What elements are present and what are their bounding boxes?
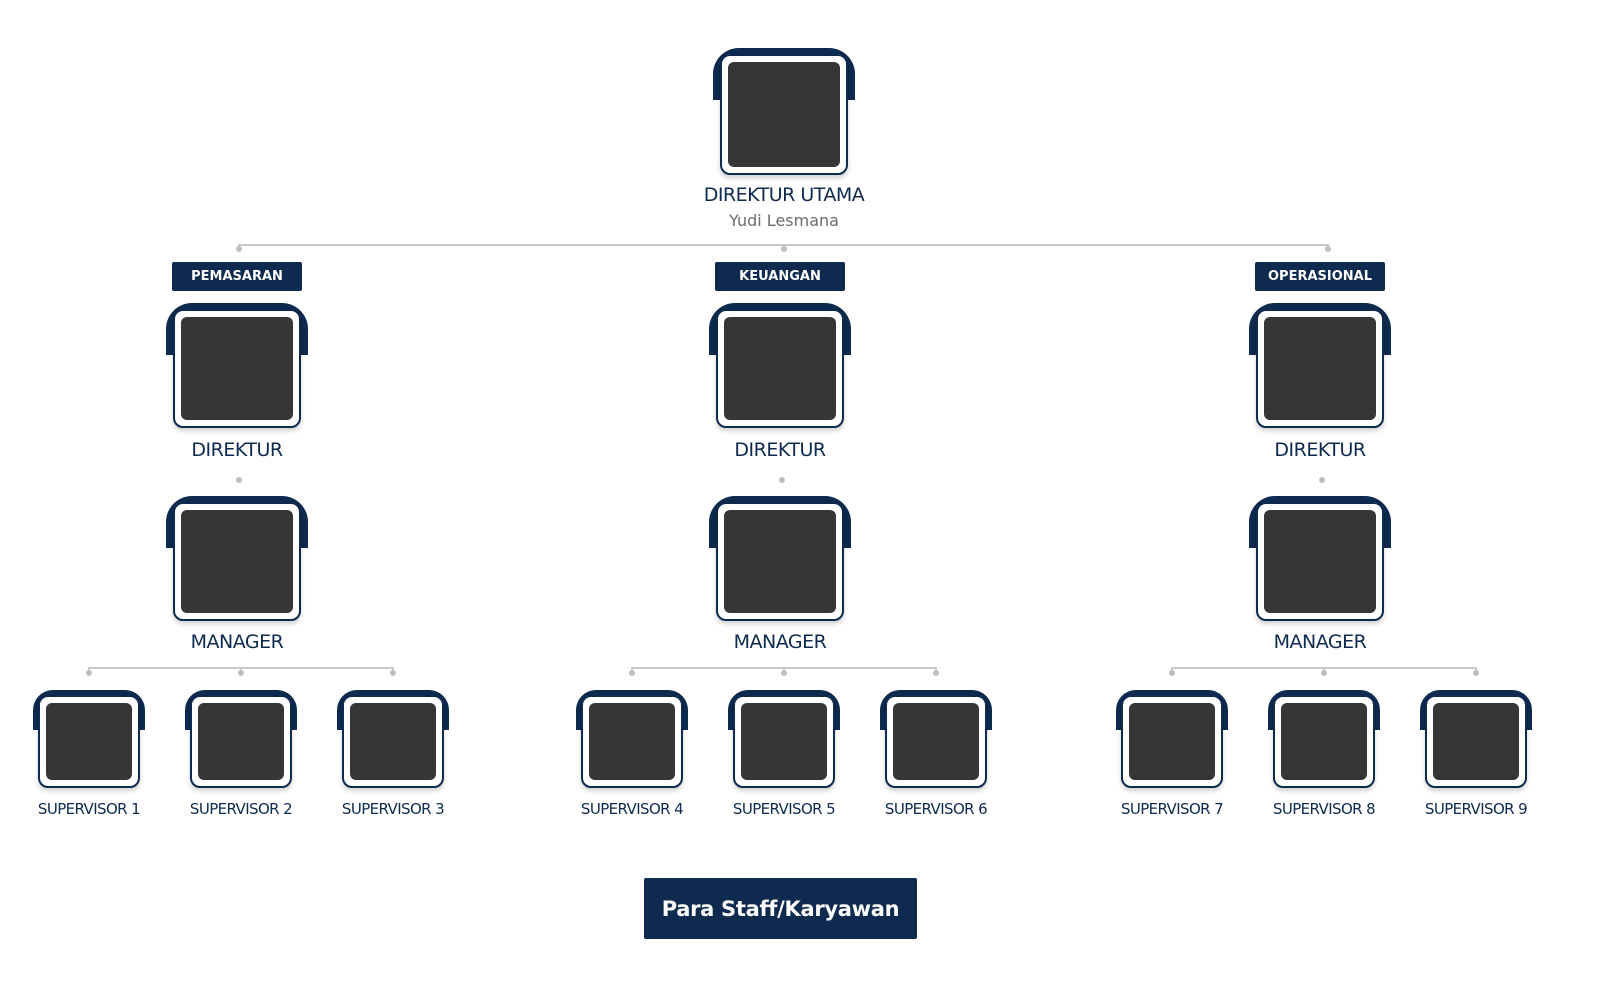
connector-dot: [86, 670, 92, 676]
connector-supervisor-drop: [240, 667, 242, 672]
photo-placeholder: [1129, 703, 1215, 780]
photo-placeholder: [46, 703, 132, 780]
photo-placeholder: [728, 62, 840, 167]
connector-dot: [779, 477, 785, 483]
photo-card-manager: [1249, 496, 1391, 621]
manager-label: MANAGER: [733, 631, 827, 653]
manager-label: MANAGER: [190, 631, 284, 653]
connector-supervisor-drop: [1323, 667, 1325, 672]
connector-dot: [781, 670, 787, 676]
photo-card-supervisor: [576, 690, 688, 788]
photo-placeholder: [1264, 510, 1376, 613]
photo-card-supervisor: [728, 690, 840, 788]
photo-card-manager: [166, 496, 308, 621]
photo-card-supervisor: [880, 690, 992, 788]
connector-supervisor-drop: [1475, 667, 1477, 672]
supervisor-label: SUPERVISOR 1: [37, 800, 141, 818]
direktur-utama-name: Yudi Lesmana: [729, 211, 839, 230]
connector-supervisor-drop: [935, 667, 937, 672]
connector-supervisor-drop: [631, 667, 633, 672]
photo-placeholder: [181, 510, 293, 613]
photo-card-direktur: [709, 303, 851, 428]
photo-placeholder: [741, 703, 827, 780]
connector-dot: [629, 670, 635, 676]
photo-card-direktur: [1249, 303, 1391, 428]
photo-placeholder: [1264, 317, 1376, 420]
direktur-label: DIREKTUR: [734, 439, 826, 461]
photo-placeholder: [181, 317, 293, 420]
photo-placeholder: [1281, 703, 1367, 780]
direktur-label: DIREKTUR: [191, 439, 283, 461]
manager-label: MANAGER: [1273, 631, 1367, 653]
photo-placeholder: [724, 317, 836, 420]
photo-card-supervisor: [185, 690, 297, 788]
connector-supervisor-drop: [392, 667, 394, 672]
photo-card-manager: [709, 496, 851, 621]
connector-dot: [390, 670, 396, 676]
photo-placeholder: [198, 703, 284, 780]
connector-dot: [1319, 477, 1325, 483]
photo-placeholder: [350, 703, 436, 780]
photo-placeholder: [893, 703, 979, 780]
photo-placeholder: [724, 510, 836, 613]
supervisor-label: SUPERVISOR 4: [580, 800, 684, 818]
connector-dot: [1325, 246, 1331, 252]
connector-dot: [781, 246, 787, 252]
supervisor-label: SUPERVISOR 2: [189, 800, 293, 818]
connector-dot: [1473, 670, 1479, 676]
connector-supervisor-drop: [1171, 667, 1173, 672]
supervisor-label: SUPERVISOR 3: [341, 800, 445, 818]
photo-card-supervisor: [337, 690, 449, 788]
photo-card-supervisor: [1268, 690, 1380, 788]
connector-dot: [238, 670, 244, 676]
department-badge: PEMASARAN: [172, 262, 302, 291]
supervisor-label: SUPERVISOR 9: [1424, 800, 1528, 818]
supervisor-label: SUPERVISOR 7: [1120, 800, 1224, 818]
department-badge: KEUANGAN: [715, 262, 845, 291]
connector-dot: [1321, 670, 1327, 676]
supervisor-label: SUPERVISOR 8: [1272, 800, 1376, 818]
direktur-utama-title: DIREKTUR UTAMA: [703, 184, 865, 206]
photo-placeholder: [1433, 703, 1519, 780]
connector-dot: [1169, 670, 1175, 676]
supervisor-label: SUPERVISOR 5: [732, 800, 836, 818]
photo-placeholder: [589, 703, 675, 780]
photo-card-supervisor: [1420, 690, 1532, 788]
connector-supervisor-drop: [783, 667, 785, 672]
photo-card-supervisor: [1116, 690, 1228, 788]
supervisor-label: SUPERVISOR 6: [884, 800, 988, 818]
connector-dot: [933, 670, 939, 676]
photo-card-direktur: [166, 303, 308, 428]
connector-dot: [236, 477, 242, 483]
connector-supervisor-drop: [88, 667, 90, 672]
connector-dot: [236, 246, 242, 252]
direktur-label: DIREKTUR: [1274, 439, 1366, 461]
department-badge: OPERASIONAL: [1255, 262, 1385, 291]
staff-box: Para Staff/Karyawan: [644, 878, 917, 939]
photo-card-direktur-utama: [713, 48, 855, 175]
photo-card-supervisor: [33, 690, 145, 788]
